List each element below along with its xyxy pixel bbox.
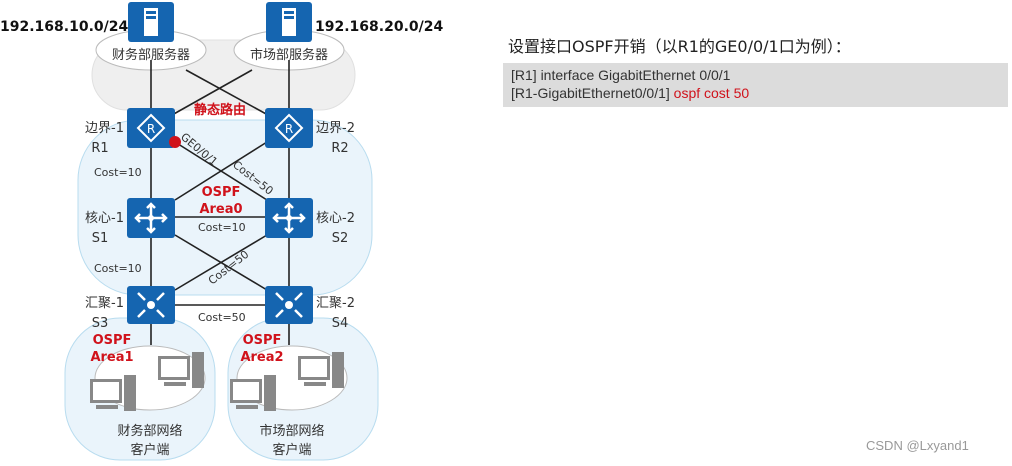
device-id: S2 bbox=[332, 231, 349, 246]
area-label: OSPF bbox=[243, 333, 282, 348]
cost-label: Cost=50 bbox=[198, 311, 246, 324]
router-icon-r1 bbox=[126, 107, 176, 149]
area-label: Area2 bbox=[240, 350, 283, 365]
device-id: R2 bbox=[331, 141, 348, 156]
cost-label: Cost=10 bbox=[94, 166, 142, 179]
device-id: S3 bbox=[92, 316, 109, 331]
panel-title: 设置接口OSPF开销（以R1的GE0/0/1口为例）： bbox=[508, 37, 851, 56]
device-label: 汇聚-1 bbox=[85, 296, 124, 311]
code-block: [R1] interface GigabitEthernet 0/0/1 [R1… bbox=[503, 63, 1008, 107]
cost-label: Cost=10 bbox=[198, 221, 246, 234]
subnet-right: 192.168.20.0/24 bbox=[315, 19, 443, 35]
pc-icon bbox=[158, 352, 204, 388]
core-switch-icon-s2 bbox=[263, 196, 315, 240]
device-label: 边界-2 bbox=[316, 121, 355, 136]
agg-switch-icon-s4 bbox=[263, 284, 315, 326]
device-label: 核心-1 bbox=[85, 211, 124, 226]
code-line: [R1-GigabitEthernet0/0/1] ospf cost 50 bbox=[511, 84, 1000, 102]
server-label: 财务部服务器 bbox=[112, 47, 190, 63]
area-label: Area1 bbox=[90, 350, 133, 365]
client-label: 客户端 bbox=[130, 442, 169, 458]
client-label: 财务部网络 bbox=[117, 423, 182, 439]
device-id: R1 bbox=[91, 141, 108, 156]
code-text: [R1] interface GigabitEthernet 0/0/1 bbox=[511, 67, 731, 83]
interface-marker bbox=[169, 136, 181, 148]
pc-icon bbox=[90, 375, 136, 411]
pc-icon bbox=[298, 352, 344, 388]
area-label: OSPF bbox=[93, 333, 132, 348]
device-label: 核心-2 bbox=[316, 211, 355, 226]
client-label: 市场部网络 bbox=[259, 423, 324, 439]
server-icon-market bbox=[266, 2, 312, 42]
core-switch-icon-s1 bbox=[125, 196, 177, 240]
client-label: 客户端 bbox=[272, 442, 311, 458]
device-label: 边界-1 bbox=[85, 121, 124, 136]
code-text: [R1-GigabitEthernet0/0/1] bbox=[511, 85, 674, 101]
code-highlight: ospf cost 50 bbox=[673, 85, 750, 101]
server-label: 市场部服务器 bbox=[250, 47, 328, 63]
code-line: [R1] interface GigabitEthernet 0/0/1 bbox=[511, 66, 1000, 84]
area-label: OSPF bbox=[202, 185, 241, 200]
device-id: S4 bbox=[332, 316, 349, 331]
area-label: Area0 bbox=[199, 202, 242, 217]
static-route-label: 静态路由 bbox=[194, 102, 246, 118]
pc-icon bbox=[230, 375, 276, 411]
watermark: CSDN @Lxyand1 bbox=[866, 438, 969, 453]
router-icon-r2 bbox=[264, 107, 314, 149]
server-icon-finance bbox=[128, 2, 174, 42]
subnet-left: 192.168.10.0/24 bbox=[0, 19, 128, 35]
device-id: S1 bbox=[92, 231, 109, 246]
device-label: 汇聚-2 bbox=[316, 296, 355, 311]
cost-label: Cost=10 bbox=[94, 262, 142, 275]
agg-switch-icon-s3 bbox=[125, 284, 177, 326]
